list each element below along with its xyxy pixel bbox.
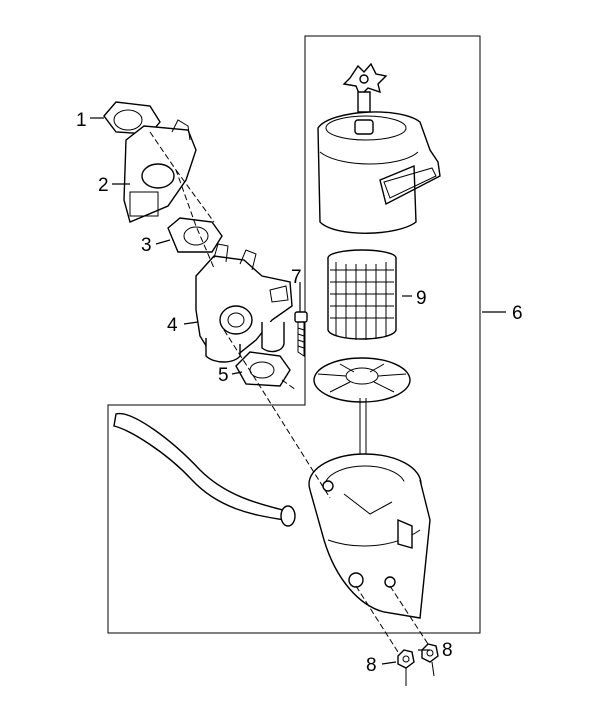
assembly-frame	[107, 35, 481, 634]
leader-lines	[90, 117, 506, 665]
outlet-gasket	[235, 351, 291, 387]
air-cleaner-case	[308, 453, 431, 619]
filter-base-plate	[313, 357, 411, 403]
callout-2: 2	[98, 175, 109, 196]
callout-6: 6	[512, 303, 523, 324]
callout-7: 7	[291, 267, 302, 288]
screw	[294, 311, 308, 357]
callout-8-left: 8	[366, 655, 377, 676]
callout-8-right: 8	[442, 640, 453, 661]
callout-5: 5	[218, 365, 229, 386]
insulator-spacer	[123, 119, 197, 223]
callout-1: 1	[76, 110, 87, 131]
carburetor	[195, 243, 293, 363]
breather-hose	[113, 413, 296, 527]
air-filter-cover	[317, 111, 441, 234]
nut-left	[397, 649, 415, 686]
callout-9: 9	[416, 288, 427, 309]
filter-element	[327, 249, 397, 340]
carb-gasket	[167, 217, 223, 253]
cover-knob	[342, 62, 388, 113]
callout-4: 4	[167, 315, 178, 336]
nut-right	[421, 643, 439, 677]
callout-3: 3	[141, 235, 152, 256]
